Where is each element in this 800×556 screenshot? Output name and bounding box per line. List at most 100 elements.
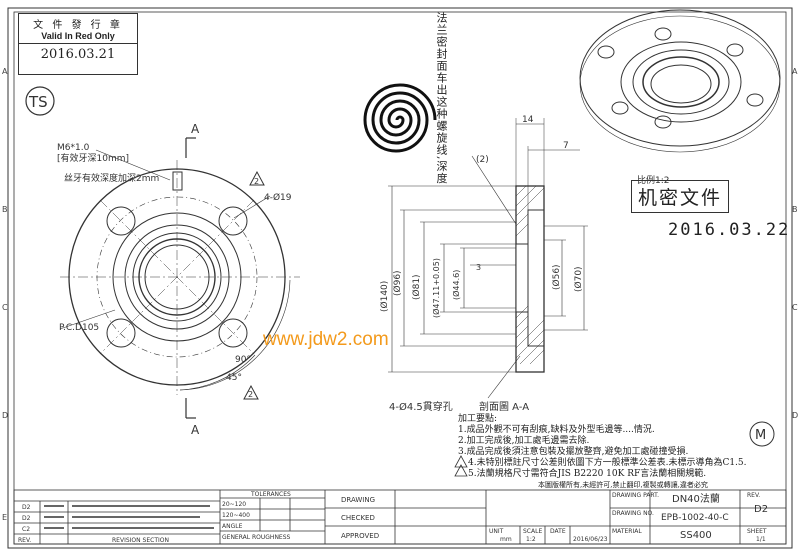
thread-spec: M6*1.0 xyxy=(57,143,90,153)
row-marker: C xyxy=(2,303,8,312)
part-value: DN40法蘭 xyxy=(672,492,720,505)
tag-triangle xyxy=(243,384,259,400)
scale-label: SCALE xyxy=(523,528,542,535)
row-marker: B xyxy=(2,205,8,214)
dim-3: 3 xyxy=(476,263,481,272)
dim-140: (Ø140) xyxy=(379,281,390,312)
front-view xyxy=(59,137,300,419)
unit-value: mm xyxy=(500,536,512,543)
through-holes-label: 4-Ø4.5貫穿孔 xyxy=(389,400,453,413)
rev-label: REV. xyxy=(747,492,760,499)
m-mark: M xyxy=(755,428,766,443)
note-triangle xyxy=(454,455,468,468)
checked-label: CHECKED xyxy=(341,514,375,522)
rev-row: C2 xyxy=(22,526,30,533)
rev-row: D2 xyxy=(22,504,31,511)
dim-81: (Ø81) xyxy=(411,274,422,300)
thread-note: 丝牙有效深度加深2mm xyxy=(64,172,159,184)
issue-stamp: 文 件 發 行 章 Valid In Red Only 2016.03.21 xyxy=(18,13,138,75)
tol-row: 120~400 xyxy=(222,512,250,519)
drawing-no-value: EPB-1002-40-C xyxy=(661,513,729,523)
rev-row: D2 xyxy=(22,515,31,522)
drawing-label: DRAWING xyxy=(341,496,375,504)
note-item: 4.未特別標註尺寸公差則依圖下方一般標準公差表.未標示導角為C1.5. xyxy=(468,458,747,468)
ts-circle xyxy=(25,86,55,116)
material-label: MATERIAL xyxy=(612,528,642,535)
tag-2-bottom: 2 xyxy=(248,390,253,399)
stamp-valid: Valid In Red Only xyxy=(19,31,137,44)
pcd-label: P.C.D105 xyxy=(59,323,99,333)
stamp-date: 2016.03.21 xyxy=(40,47,116,62)
scale-value: 1:2 xyxy=(526,536,536,543)
title-block-lines xyxy=(13,489,787,545)
sheet-value: 1/1 xyxy=(756,536,766,543)
spiral-finish xyxy=(363,83,437,153)
bolt-hole xyxy=(106,206,136,236)
section-view xyxy=(388,118,588,399)
revision-text-lines xyxy=(44,505,214,529)
tag-2-section: (2) xyxy=(476,155,489,165)
rev-column-label: REV. xyxy=(18,537,31,544)
tol-row: GENERAL ROUGHNESS xyxy=(222,534,291,541)
material-value: SS400 xyxy=(680,530,712,541)
date-label: DATE xyxy=(550,528,566,535)
bolt-hole xyxy=(218,318,248,348)
title-block-text: TOLERANCES 20~120 120~400 ANGLE GENERAL … xyxy=(18,491,768,544)
row-markers: A B C D E A B C D xyxy=(2,67,798,522)
dim-56: (Ø56) xyxy=(551,264,562,290)
tol-row: ANGLE xyxy=(222,523,243,530)
note-triangle xyxy=(454,464,468,477)
row-marker: E xyxy=(2,513,7,522)
unit-label: UNIT xyxy=(489,528,504,535)
rev-value: D2 xyxy=(754,504,768,515)
ts-mark: TS xyxy=(28,93,48,111)
row-marker: B xyxy=(792,205,798,214)
machining-notes: 加工要點: 1.成品外觀不可有刮痕,缺料及外型毛邊等....情況. 2.加工完成… xyxy=(458,414,788,491)
approved-label: APPROVED xyxy=(341,532,379,540)
row-marker: A xyxy=(2,67,8,76)
m-circle xyxy=(749,421,775,447)
tag-2: 2 xyxy=(254,177,259,186)
thread-effective: [有效牙深10mm] xyxy=(57,152,129,164)
angle-90: 90° xyxy=(235,355,251,365)
section-hatching xyxy=(515,185,545,365)
dim-47: (Ø47.11+0.05) xyxy=(431,258,441,318)
tol-row: 20~120 xyxy=(222,501,246,508)
notes-heading: 加工要點: xyxy=(458,414,498,424)
no-label: DRAWING NO. xyxy=(612,510,654,517)
row-marker: D xyxy=(2,411,8,420)
row-marker: C xyxy=(792,303,798,312)
section-title: 剖面圖 A-A xyxy=(479,400,529,413)
section-mark-top: A xyxy=(191,122,200,136)
holes-label: 4-Ø19 xyxy=(264,192,292,203)
sheet-label: SHEET xyxy=(747,528,767,535)
revision-section-label: REVISION SECTION xyxy=(112,537,169,544)
note-item: 2.加工完成後,加工處毛邊需去除. xyxy=(458,436,590,446)
part-label: DRAWING PART. xyxy=(612,492,659,499)
tolerances-label: TOLERANCES xyxy=(250,491,291,498)
dim-70: (Ø70) xyxy=(573,266,584,292)
row-marker: D xyxy=(792,411,798,420)
note-item: 1.成品外觀不可有刮痕,缺料及外型毛邊等....情況. xyxy=(458,425,655,435)
angle-45: 45° xyxy=(226,373,242,383)
notes-footer: 本圖版權所有,未經許可,禁止翻印,複製或轉讓,違者必究 xyxy=(538,481,708,489)
row-marker: A xyxy=(792,67,798,76)
spiral-note: 法兰密封面车出这种螺旋线,深度 xyxy=(435,12,448,185)
bolt-hole xyxy=(218,206,248,236)
iso-view xyxy=(579,9,781,153)
bolt-hole xyxy=(106,318,136,348)
confidential-stamp: 机密文件 xyxy=(631,180,730,213)
section-mark-bottom: A xyxy=(191,423,200,437)
confidential-date: 2016.03.22 xyxy=(668,220,791,240)
dim-7: 7 xyxy=(563,141,569,151)
watermark: www.jdw2.com xyxy=(263,329,389,350)
thread-hole xyxy=(172,171,183,191)
date-value: 2016/06/23 xyxy=(573,536,608,543)
note-item: 5.法蘭規格尺寸需符合JIS B2220 10K RF言法蘭相關規範. xyxy=(468,469,707,479)
dim-96: (Ø96) xyxy=(392,270,403,296)
stamp-title: 文 件 發 行 章 xyxy=(33,20,123,31)
sheet-border xyxy=(7,7,793,549)
note-item: 3.成品完成後須注意包裝及擺放整齊,避免加工處碰撞受損. xyxy=(458,447,689,457)
